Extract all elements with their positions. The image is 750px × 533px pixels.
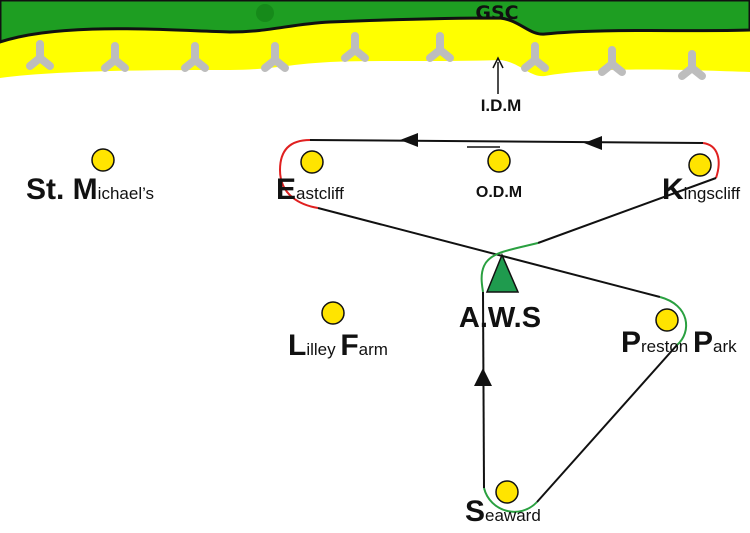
- route-leg-eastcliff-preston: [317, 207, 661, 298]
- lilley-farm-label: Lilley Farm: [288, 329, 388, 362]
- buoy-marker-icon: [495, 480, 519, 504]
- route-leg-kingscliff-aws: [537, 177, 717, 244]
- buoy-marker-icon: [91, 148, 115, 172]
- coast-label: GSC: [475, 2, 518, 24]
- preston-park-label: Preston Park: [621, 326, 737, 359]
- eastcliff-turn: [278, 139, 319, 209]
- aws-triangle-icon: [485, 253, 520, 293]
- groyne-icon: [261, 42, 289, 72]
- route-leg-seaward-aws: [482, 291, 485, 489]
- st-michaels-label: St. Michael’s: [26, 173, 154, 206]
- eastcliff-label: Eastcliff: [276, 173, 344, 206]
- buoy-marker-icon: [321, 301, 345, 325]
- arrow-up-icon: [492, 56, 504, 69]
- preston-turn: [659, 296, 687, 346]
- direction-arrow-icon: [474, 368, 492, 386]
- aws-turn: [480, 242, 539, 293]
- buoy-marker-icon: [300, 150, 324, 174]
- seaward-turn: [483, 487, 538, 513]
- groyne-icon: [521, 42, 549, 72]
- groyne-icon: [181, 42, 209, 72]
- groynes: [26, 32, 706, 80]
- buoy-marker-icon: [688, 153, 712, 177]
- groyne-icon: [426, 32, 454, 62]
- groyne-icon: [598, 46, 626, 76]
- buoy-marker-icon: [487, 149, 511, 173]
- tree-icon: [256, 4, 274, 22]
- direction-arrow-icon: [400, 133, 418, 147]
- groyne-icon: [101, 42, 129, 72]
- buoy-marker-icon: [655, 308, 679, 332]
- idm-label: I.D.M: [481, 96, 522, 115]
- seaward-label: Seaward: [465, 495, 541, 528]
- kingscliff-label: Kingscliff: [662, 173, 740, 206]
- groyne-icon: [26, 40, 54, 70]
- land-area: [0, 0, 750, 44]
- buoys: [91, 148, 712, 504]
- aws-label: A.W.S: [459, 302, 541, 334]
- course-route: [278, 139, 720, 513]
- route-leg-top: [309, 139, 704, 144]
- direction-arrows: [400, 133, 602, 386]
- groyne-icon: [341, 32, 369, 62]
- route-leg-preston-seaward: [536, 344, 678, 503]
- idm-pointer: I.D.M: [481, 56, 522, 115]
- kingscliff-turn: [702, 142, 720, 179]
- odm-label: O.D.M: [476, 184, 522, 201]
- groyne-icon: [678, 50, 706, 80]
- direction-arrow-icon: [584, 136, 602, 150]
